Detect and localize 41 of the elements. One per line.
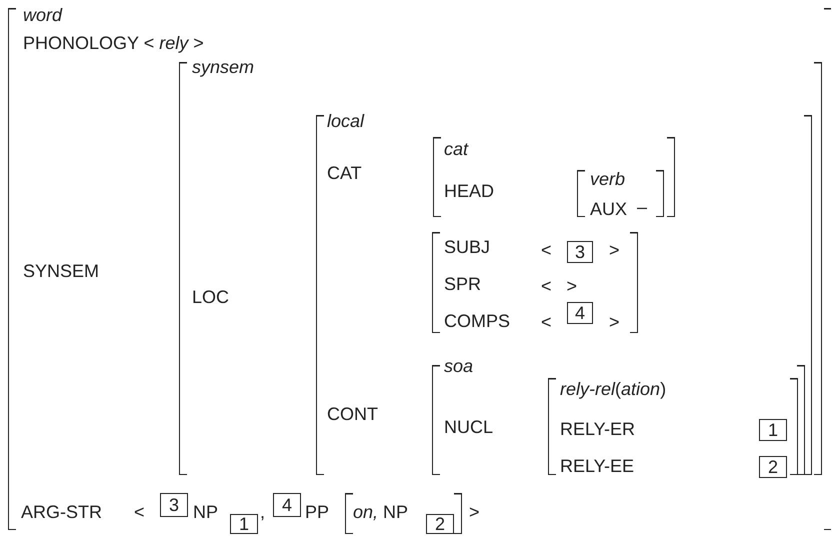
- feature-value-row: PHONOLOGY < rely >: [23, 34, 204, 54]
- empty-list: < >: [541, 277, 578, 297]
- feature-label: CAT: [327, 164, 362, 184]
- tag-box: 4: [273, 493, 301, 517]
- angle-bracket: <: [134, 503, 145, 523]
- feature-label: RELY-ER: [560, 420, 636, 440]
- type-label: synsem: [192, 58, 254, 78]
- tag-box: 3: [567, 241, 593, 263]
- value-text: –: [637, 198, 648, 218]
- tag-box: 4: [567, 302, 593, 324]
- value-text: on, NP: [353, 503, 408, 523]
- category-label: NP: [193, 503, 218, 523]
- feature-label: LOC: [192, 288, 230, 308]
- angle-bracket: >: [609, 241, 620, 261]
- feature-label: RELY-EE: [560, 457, 634, 477]
- comma: ,: [260, 503, 266, 523]
- type-label: local: [327, 112, 364, 132]
- tag-box: 2: [759, 456, 787, 478]
- feature-label: NUCL: [444, 418, 494, 438]
- feature-label: COMPS: [444, 312, 510, 332]
- category-label: PP: [305, 503, 330, 523]
- tag-box: 1: [230, 514, 258, 534]
- type-label: rely-rel(ation): [560, 380, 666, 400]
- feature-label: HEAD: [444, 182, 494, 202]
- feature-label: SYNSEM: [23, 262, 100, 282]
- feature-label: ARG-STR: [21, 503, 102, 523]
- angle-bracket: >: [469, 503, 480, 523]
- feature-label: AUX: [590, 200, 628, 220]
- angle-bracket: <: [541, 241, 552, 261]
- angle-bracket: <: [541, 313, 552, 333]
- type-label: soa: [444, 357, 474, 377]
- tag-box: 1: [759, 419, 787, 441]
- feature-label: CONT: [327, 405, 378, 425]
- feature-label: SUBJ: [444, 238, 490, 258]
- feature-label: SPR: [444, 275, 482, 295]
- tag-box: 2: [426, 514, 454, 534]
- type-label: verb: [590, 170, 626, 190]
- tag-box: 3: [160, 493, 188, 517]
- type-label: word: [23, 6, 62, 26]
- angle-bracket: >: [609, 313, 620, 333]
- type-label: cat: [444, 140, 468, 160]
